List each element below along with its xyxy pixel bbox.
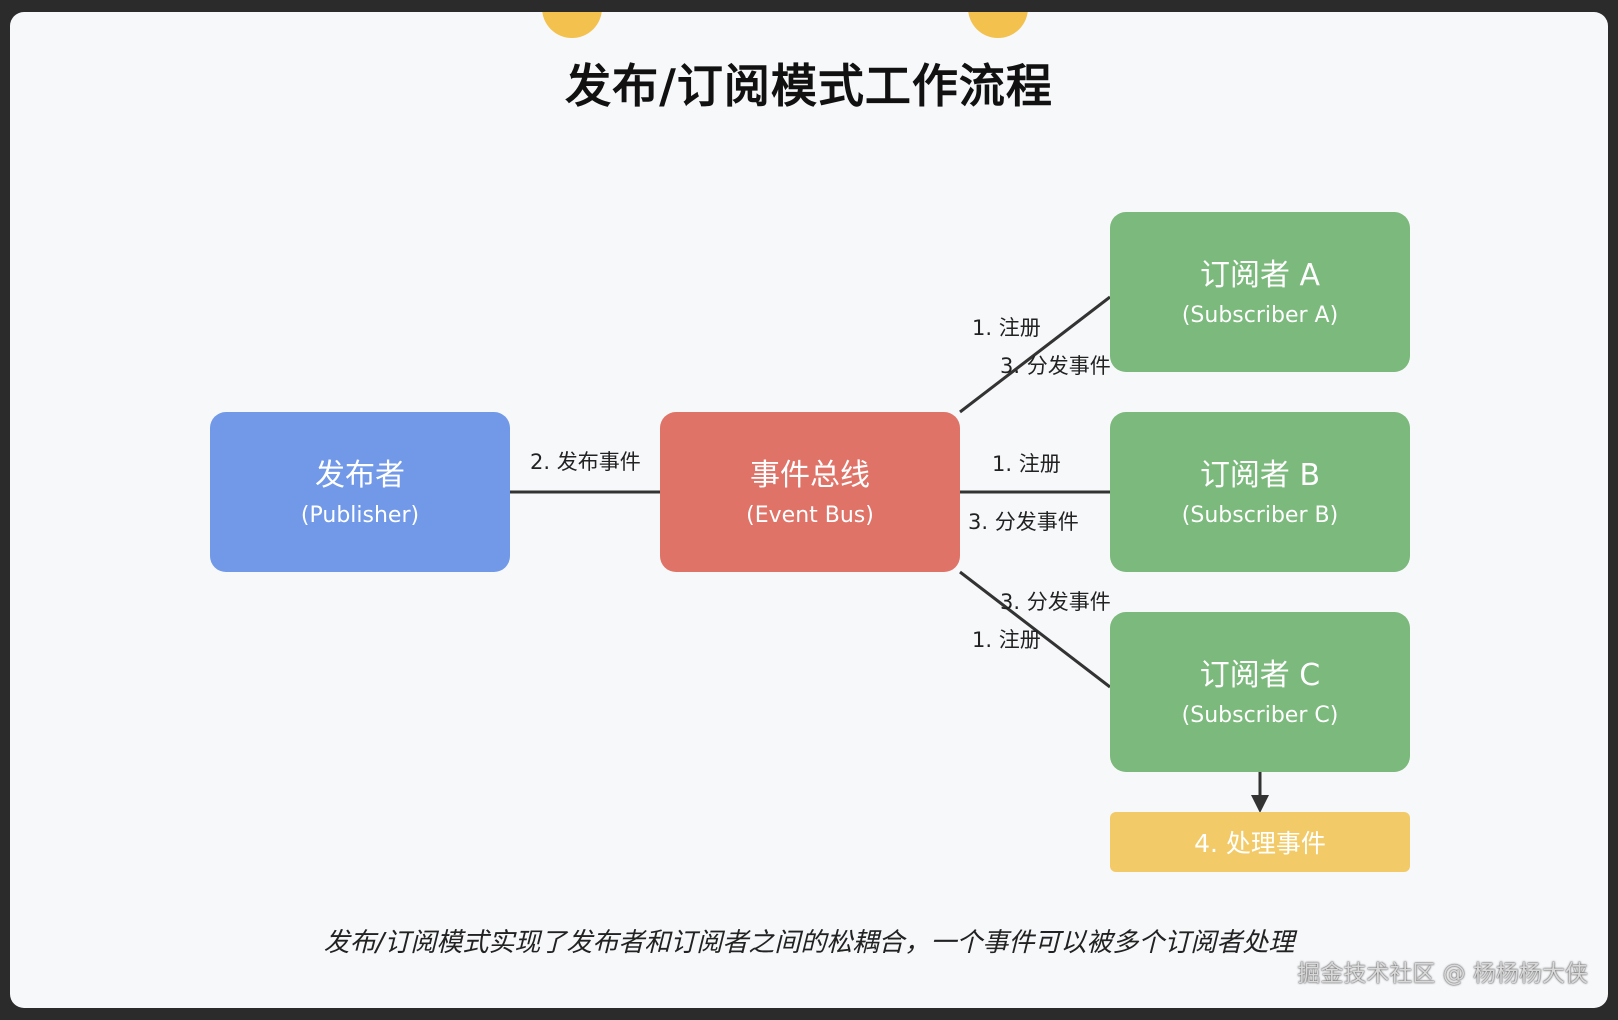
label-c-dispatch: 3. 分发事件	[1000, 590, 1111, 614]
edge-bus-subscriber-c	[959, 570, 1111, 689]
subscriber-a-node: 订阅者 A (Subscriber A)	[1110, 212, 1410, 372]
subscriber-c-subtitle: (Subscriber C)	[1181, 703, 1339, 728]
event-bus-subtitle: (Event Bus)	[746, 503, 874, 528]
event-bus-title: 事件总线	[750, 458, 870, 493]
event-bus-node: 事件总线 (Event Bus)	[660, 412, 960, 572]
watermark: 掘金技术社区 @ 杨杨杨大侠	[1297, 961, 1588, 987]
subscriber-c-title: 订阅者 C	[1199, 658, 1321, 693]
edge-bus-subscriber-a	[959, 295, 1111, 414]
diagram-caption: 发布/订阅模式实现了发布者和订阅者之间的松耦合，一个事件可以被多个订阅者处理	[323, 928, 1295, 958]
subscriber-b-subtitle: (Subscriber B)	[1181, 503, 1339, 528]
subscriber-a-title: 订阅者 A	[1199, 258, 1321, 293]
subscriber-a-subtitle: (Subscriber A)	[1181, 303, 1339, 328]
label-b-dispatch: 3. 分发事件	[968, 510, 1079, 534]
publisher-title: 发布者	[315, 458, 405, 493]
publisher-subtitle: (Publisher)	[300, 503, 420, 528]
process-event-node: 4. 处理事件	[1110, 812, 1410, 872]
label-c-register: 1. 注册	[972, 628, 1041, 652]
diagram-canvas: 发布/订阅模式工作流程 发布者 (Publisher) 事件总线 (Event …	[10, 12, 1608, 1008]
diagram-title: 发布/订阅模式工作流程	[565, 59, 1053, 113]
subscriber-b-title: 订阅者 B	[1199, 458, 1321, 493]
label-publish-event: 2. 发布事件	[530, 450, 641, 474]
label-b-register: 1. 注册	[992, 452, 1061, 476]
label-a-register: 1. 注册	[972, 316, 1041, 340]
subscriber-c-node: 订阅者 C (Subscriber C)	[1110, 612, 1410, 772]
label-a-dispatch: 3. 分发事件	[1000, 354, 1111, 378]
connector-lines	[510, 295, 1269, 813]
subscriber-b-node: 订阅者 B (Subscriber B)	[1110, 412, 1410, 572]
publisher-node: 发布者 (Publisher)	[210, 412, 510, 572]
